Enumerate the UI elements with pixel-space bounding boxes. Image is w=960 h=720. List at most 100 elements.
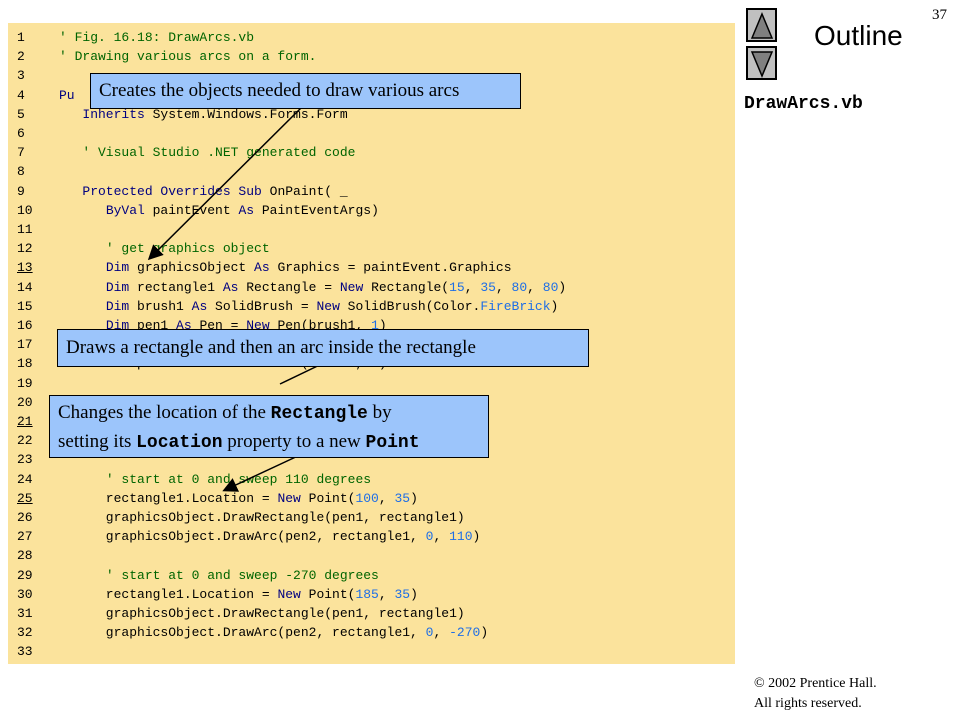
code-token: 1 bbox=[371, 318, 379, 333]
code-token: ' Visual Studio .NET generated code bbox=[82, 145, 356, 161]
code-text: ByVal paintEvent As PaintEventArgs) bbox=[59, 201, 379, 220]
code-token: Dim bbox=[105, 298, 130, 314]
code-token: SolidBrush(Color. bbox=[339, 298, 481, 314]
line-number: 3 bbox=[17, 68, 25, 84]
code-line: 26 graphicsObject.DrawRectangle(pen1, re… bbox=[8, 508, 735, 527]
code-text: ' Visual Studio .NET generated code bbox=[59, 143, 355, 162]
line-number: 12 bbox=[17, 241, 33, 257]
line-number: 30 bbox=[17, 586, 33, 602]
code-token: paintEvent bbox=[144, 202, 239, 218]
code-token: ) bbox=[480, 625, 489, 641]
file-name: DrawArcs.vb bbox=[744, 94, 863, 114]
code-token: , bbox=[378, 490, 395, 506]
line-number: 13 bbox=[17, 260, 33, 276]
code-token: rectangle1.Location = bbox=[59, 490, 278, 506]
line-number: 14 bbox=[17, 279, 33, 295]
code-line: 20 bbox=[8, 393, 735, 412]
code-line: 13 Dim graphicsObject As Graphics = pain… bbox=[8, 258, 735, 277]
code-token: graphicsObject bbox=[129, 260, 255, 276]
code-line: 25 rectangle1.Location = New Point(100, … bbox=[8, 489, 735, 508]
line-number: 28 bbox=[17, 548, 33, 564]
code-token: ) bbox=[378, 318, 387, 333]
code-token: graphicsObject.DrawArc(pen2, rectangle1, bbox=[59, 529, 426, 545]
code-token: ) bbox=[558, 279, 567, 295]
line-number: 15 bbox=[17, 298, 33, 314]
code-token: ' start at 0 and sweep 110 degrees bbox=[105, 471, 372, 487]
triangle-down-icon bbox=[750, 51, 774, 78]
code-token: FireBrick bbox=[480, 298, 551, 314]
code-text: graphicsObject.DrawArc(pen2, rectangle1,… bbox=[59, 527, 481, 546]
code-line: 30 rectangle1.Location = New Point(185, … bbox=[8, 585, 735, 604]
code-token: 0 bbox=[425, 529, 434, 545]
code-line: 14 Dim rectangle1 As Rectangle = New Rec… bbox=[8, 278, 735, 297]
line-number: 4 bbox=[17, 87, 25, 103]
code-token: , bbox=[527, 279, 543, 295]
code-token: , bbox=[464, 279, 481, 295]
code-token: ) bbox=[410, 586, 418, 602]
line-number: 1 bbox=[17, 30, 25, 45]
callout-location-line1: Changes the location of the Rectangle by bbox=[58, 402, 392, 424]
code-token: 15 bbox=[449, 279, 465, 295]
code-token: , bbox=[378, 586, 395, 602]
code-text: graphicsObject.DrawRectangle(pen1, recta… bbox=[59, 508, 465, 527]
line-number: 27 bbox=[17, 529, 33, 545]
line-number: 29 bbox=[17, 567, 33, 583]
code-token: Point( bbox=[300, 490, 356, 506]
code-token: New bbox=[277, 490, 301, 506]
code-token: As bbox=[254, 260, 270, 276]
line-number: 17 bbox=[17, 337, 33, 353]
code-text: Dim brush1 As SolidBrush = New SolidBrus… bbox=[59, 297, 559, 316]
code-line: 12 ' get graphics object bbox=[8, 239, 735, 258]
code-token: ' Fig. 16.18: DrawArcs.vb bbox=[59, 30, 255, 45]
callout-draw-rectangle: Draws a rectangle and then an arc inside… bbox=[57, 329, 589, 367]
code-token: New bbox=[339, 279, 364, 295]
code-line: 29 ' start at 0 and sweep -270 degrees bbox=[8, 566, 735, 585]
code-token: graphicsObject.DrawRectangle(pen1, recta… bbox=[59, 606, 465, 621]
callout-location-line2: setting its Location property to a new P… bbox=[58, 431, 420, 453]
code-text: rectangle1.Location = New Point(100, 35) bbox=[59, 489, 418, 508]
line-number: 20 bbox=[17, 394, 33, 410]
code-token: , bbox=[433, 625, 450, 641]
code-line: 3 bbox=[8, 66, 735, 85]
callout-location: Changes the location of the Rectangle by… bbox=[49, 395, 489, 458]
line-number: 21 bbox=[17, 414, 33, 429]
code-line: 31 graphicsObject.DrawRectangle(pen1, re… bbox=[8, 604, 735, 623]
code-token: ) bbox=[472, 529, 481, 545]
line-number: 10 bbox=[17, 202, 33, 218]
code-token: ) bbox=[410, 490, 418, 506]
code-text: Dim graphicsObject As Graphics = paintEv… bbox=[59, 258, 512, 277]
code-text: ' start at 0 and sweep 110 degrees bbox=[59, 470, 371, 489]
code-line: 32 graphicsObject.DrawArc(pen2, rectangl… bbox=[8, 623, 735, 642]
code-line: 15 Dim brush1 As SolidBrush = New SolidB… bbox=[8, 297, 735, 316]
code-token: 35 bbox=[394, 586, 411, 602]
code-token: , bbox=[433, 529, 450, 545]
nav-up-button[interactable] bbox=[746, 8, 777, 42]
code-token: 110 bbox=[449, 529, 473, 545]
code-token: New bbox=[277, 586, 301, 602]
code-token: Point( bbox=[300, 586, 356, 602]
line-number: 22 bbox=[17, 433, 33, 449]
line-number: 11 bbox=[17, 222, 33, 237]
code-line: 16 Dim pen1 As Pen = New Pen(brush1, 1) bbox=[8, 316, 735, 335]
arrow-location bbox=[222, 454, 301, 492]
code-token: graphicsObject.DrawArc(pen2, rectangle1, bbox=[59, 625, 426, 641]
code-token: 185 bbox=[355, 586, 379, 602]
callout-create-objects: Creates the objects needed to draw vario… bbox=[90, 73, 521, 109]
line-number: 16 bbox=[17, 318, 33, 333]
code-token: ' start at 0 and sweep -270 degrees bbox=[105, 567, 379, 583]
code-line: 19 bbox=[8, 374, 735, 393]
code-line: 7 ' Visual Studio .NET generated code bbox=[8, 143, 735, 162]
code-text: ' get graphics object bbox=[59, 239, 270, 258]
outline-title: Outline bbox=[814, 20, 903, 51]
code-line: 6 bbox=[8, 124, 735, 143]
code-token: 35 bbox=[394, 490, 411, 506]
code-line: 23 bbox=[8, 450, 735, 469]
code-token: 80 bbox=[511, 279, 528, 295]
code-line: 1 ' Fig. 16.18: DrawArcs.vb bbox=[8, 28, 735, 47]
code-line: 11 bbox=[8, 220, 735, 239]
code-token: As bbox=[222, 279, 239, 295]
line-number: 25 bbox=[17, 490, 33, 506]
nav-down-button[interactable] bbox=[746, 46, 777, 80]
line-number: 2 bbox=[17, 49, 25, 65]
code-token: -270 bbox=[449, 625, 481, 641]
